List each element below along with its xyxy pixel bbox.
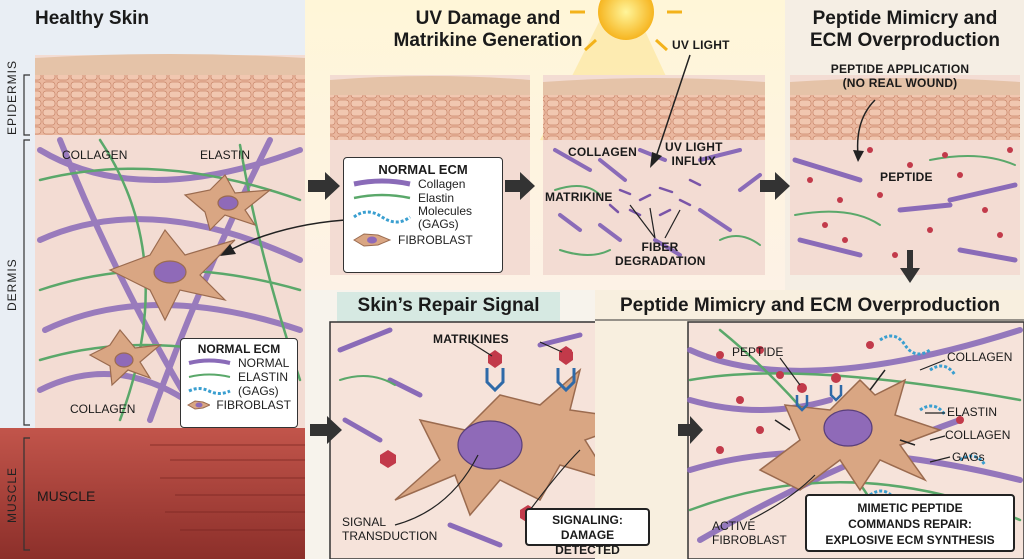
layer-label-muscle: MUSCLE [5, 467, 19, 524]
legend-main-fibroblast: FIBROBLAST [398, 233, 473, 247]
panel-title-mimicry-top: Peptide Mimicry and ECM Overproduction [790, 8, 1020, 52]
muscle-label: MUSCLE [37, 488, 96, 504]
panel-title-mimicry-top-line2: ECM Overproduction [809, 30, 1000, 51]
signal-transduction-line1: SIGNAL [342, 515, 387, 529]
active-fibroblast-label: ACTIVE FIBROBLAST [712, 519, 787, 547]
uv-degradation-line1: FIBER [641, 240, 679, 254]
peptide-application-label: PEPTIDE APPLICATION (NO REAL WOUND) [805, 62, 995, 90]
legend-main-elastin: Elastin [418, 191, 455, 205]
mimetic-callout-line2: COMMANDS REPAIR: [848, 517, 972, 531]
legend-main-row-elastin: Elastin [352, 191, 494, 205]
mimic-peptide-label: PEPTIDE [732, 345, 784, 359]
panel-title-uv-line2: Matrikine Generation [393, 30, 583, 51]
uv-influx-line2: INFLUX [671, 154, 717, 168]
collagen-swatch-icon [188, 358, 231, 365]
mimic-collagen-bottom-label: COLLAGEN [945, 428, 1011, 442]
mimic-gags-label: GAGs [952, 450, 985, 464]
peptide-application-line2: (NO REAL WOUND) [842, 76, 958, 90]
legend-small-row-elastin: ELASTIN [187, 370, 291, 384]
uv-matrikine-label: MATRIKINE [545, 190, 613, 204]
uv-influx-line1: UV LIGHT [665, 140, 723, 154]
healthy-elastin-label: ELASTIN [200, 148, 251, 162]
peptide-application-line1: PEPTIDE APPLICATION [830, 62, 970, 76]
legend-main-row-gags: Molecules (GAGs) [352, 205, 494, 231]
legend-main-molecules: Molecules [418, 204, 473, 218]
panel-title-uv: UV Damage and Matrikine Generation [388, 8, 588, 52]
uv-degradation-label: FIBER DEGRADATION [615, 240, 705, 268]
legend-small: NORMAL ECM NORMAL ELASTIN (GAGs) FIBROBL… [180, 338, 298, 428]
layer-label-epidermis: EPIDERMIS [5, 59, 19, 135]
mimetic-callout-line3: EXPLOSIVE ECM SYNTHESIS [825, 533, 995, 547]
active-fibroblast-line2: FIBROBLAST [712, 533, 787, 547]
layer-label-dermis: DERMIS [5, 258, 19, 312]
fibroblast-swatch-icon [187, 400, 211, 410]
peptide-top-label: PEPTIDE [880, 170, 933, 184]
legend-small-fibroblast: FIBROBLAST [216, 398, 291, 412]
elastin-swatch-icon [353, 193, 411, 200]
uv-influx-label: UV LIGHT INFLUX [665, 140, 723, 168]
panel-title-mimicry-top-line1: Peptide Mimicry and [812, 8, 998, 29]
legend-main-collagen: Collagen [418, 177, 466, 191]
legend-small-gags: (GAGs) [238, 384, 279, 398]
signaling-callout-line1: SIGNALING: [552, 513, 623, 527]
healthy-collagen-bottom-label: COLLAGEN [70, 402, 136, 416]
elastin-swatch-icon [188, 373, 231, 378]
legend-main-title: NORMAL ECM [378, 162, 468, 177]
panel-title-repair: Skin’s Repair Signal [357, 295, 540, 316]
legend-main: NORMAL ECM Collagen Elastin Molecules (G… [343, 157, 503, 273]
signal-transduction-line2: TRANSDUCTION [342, 529, 438, 543]
panel-title-healthy: Healthy Skin [35, 8, 150, 29]
gags-swatch-icon [188, 387, 231, 395]
panel-title-uv-line1: UV Damage and [415, 8, 561, 29]
signal-transduction-label: SIGNAL TRANSDUCTION [342, 515, 437, 543]
uv-degradation-line2: DEGRADATION [615, 254, 706, 268]
uv-light-label: UV LIGHT [672, 38, 730, 52]
uv-collagen-label: COLLAGEN [568, 145, 637, 159]
matrikines-label: MATRIKINES [433, 332, 509, 346]
panel-title-mimicry-bottom: Peptide Mimicry and ECM Overproduction [619, 295, 1001, 316]
fibroblast-swatch-icon [353, 233, 392, 247]
mimetic-callout-line1: MIMETIC PEPTIDE [857, 501, 963, 515]
signaling-callout: SIGNALING: DAMAGE DETECTED [525, 508, 650, 557]
gags-swatch-icon [353, 210, 411, 224]
active-fibroblast-line1: ACTIVE [712, 519, 756, 533]
legend-small-title: NORMAL ECM [197, 342, 281, 356]
legend-main-gags: (GAGs) [418, 217, 459, 231]
mimic-collagen-top-label: COLLAGEN [947, 350, 1013, 364]
healthy-collagen-label: COLLAGEN [62, 148, 128, 162]
collagen-swatch-icon [353, 178, 411, 187]
mimic-elastin-label: ELASTIN [947, 405, 998, 419]
legend-main-row-fibroblast: FIBROBLAST [352, 231, 494, 249]
mimetic-callout: MIMETIC PEPTIDE COMMANDS REPAIR: EXPLOSI… [805, 494, 1015, 552]
legend-small-row-normal: NORMAL [187, 356, 291, 370]
legend-small-normal: NORMAL [238, 356, 290, 370]
legend-small-elastin: ELASTIN [238, 370, 289, 384]
legend-small-row-gags: (GAGs) [187, 384, 291, 398]
legend-small-row-fibroblast: FIBROBLAST [187, 398, 291, 412]
legend-main-row-collagen: Collagen [352, 177, 494, 191]
signaling-callout-line2: DAMAGE DETECTED [555, 528, 620, 557]
